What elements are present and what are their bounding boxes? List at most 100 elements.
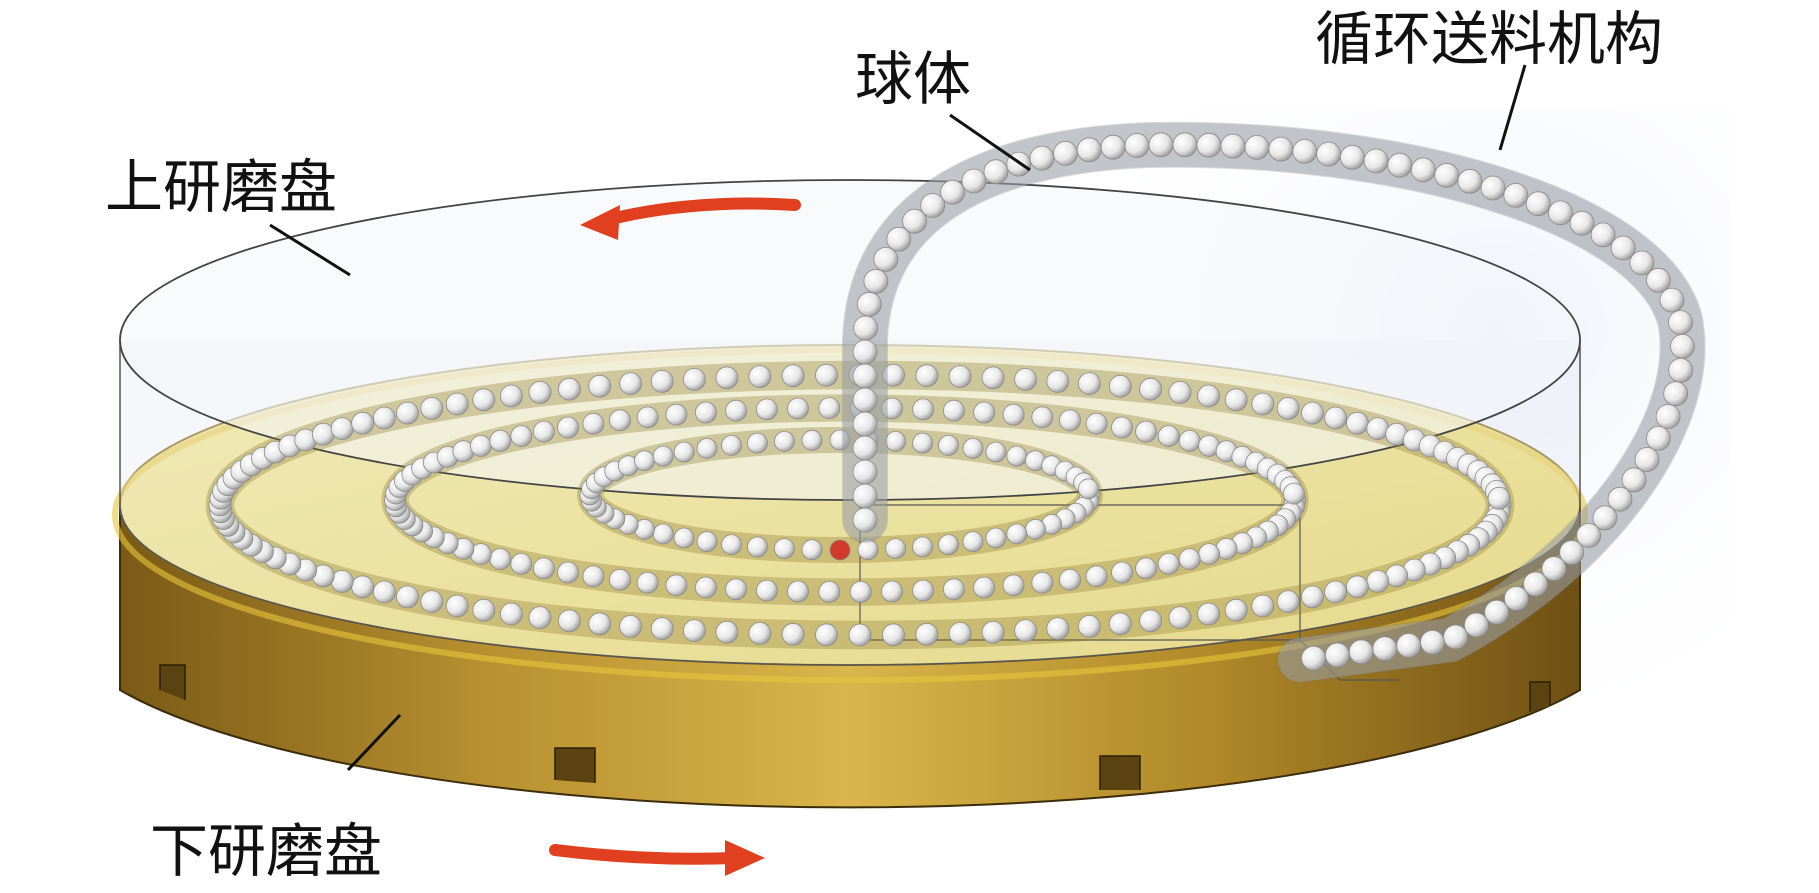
ball bbox=[721, 434, 742, 456]
ball bbox=[747, 432, 768, 454]
ball bbox=[781, 622, 805, 646]
ball bbox=[696, 531, 718, 552]
ball bbox=[912, 398, 934, 421]
ball bbox=[683, 619, 706, 642]
ball bbox=[372, 406, 396, 430]
ball bbox=[528, 606, 552, 629]
ball bbox=[1108, 374, 1132, 398]
feed-ball bbox=[852, 507, 878, 533]
ball bbox=[533, 420, 555, 443]
feed-ball bbox=[961, 168, 987, 194]
ball bbox=[1078, 615, 1101, 638]
ball bbox=[1168, 380, 1192, 404]
feed-ball bbox=[1396, 633, 1422, 658]
ball bbox=[582, 565, 605, 588]
leader-upper-disc bbox=[269, 223, 351, 277]
ball bbox=[558, 609, 581, 633]
ball bbox=[1059, 409, 1081, 432]
ball bbox=[1111, 416, 1133, 439]
ball bbox=[420, 590, 444, 613]
feed-ball bbox=[1548, 200, 1573, 226]
feed-ball bbox=[1659, 287, 1685, 313]
ball bbox=[683, 367, 706, 391]
ball bbox=[650, 369, 674, 393]
ball bbox=[634, 450, 655, 472]
ball bbox=[985, 441, 1007, 463]
leader-lower-disc bbox=[346, 713, 402, 772]
feed-ball bbox=[1634, 447, 1660, 472]
feed-ball bbox=[1124, 133, 1150, 158]
ball bbox=[1251, 594, 1275, 618]
feed-ball bbox=[852, 483, 878, 509]
ball-spiral-track bbox=[205, 360, 1515, 650]
ball bbox=[636, 571, 659, 594]
feed-ball bbox=[1646, 425, 1671, 451]
ball bbox=[973, 401, 995, 424]
ball bbox=[510, 553, 533, 575]
ball bbox=[774, 430, 795, 452]
ball bbox=[1178, 548, 1201, 570]
ball bbox=[1346, 575, 1369, 599]
ball bbox=[396, 585, 419, 609]
feed-ball bbox=[1523, 571, 1548, 597]
ball bbox=[1251, 392, 1275, 416]
ball bbox=[801, 539, 823, 561]
feed-ball bbox=[1457, 168, 1483, 194]
ball bbox=[1301, 401, 1324, 425]
ball bbox=[1139, 377, 1162, 401]
ball bbox=[636, 406, 659, 429]
ball bbox=[557, 561, 579, 584]
feed-ball bbox=[853, 315, 879, 341]
ball bbox=[829, 539, 851, 561]
feed-ball bbox=[1100, 134, 1126, 160]
ball bbox=[774, 538, 795, 559]
ball bbox=[510, 425, 533, 448]
ball bbox=[619, 615, 642, 638]
ball bbox=[1025, 518, 1046, 540]
ball bbox=[472, 598, 496, 622]
upper-grinding-disc bbox=[119, 179, 1581, 681]
feed-ball bbox=[1592, 505, 1618, 531]
feed-ball bbox=[1420, 629, 1445, 655]
feed-ball bbox=[1443, 624, 1468, 650]
feed-ball bbox=[1244, 134, 1270, 160]
feed-ball bbox=[852, 339, 878, 365]
feed-ball bbox=[902, 208, 927, 234]
feed-ball bbox=[873, 246, 899, 272]
ball bbox=[330, 417, 354, 441]
ball bbox=[725, 399, 747, 422]
ball bbox=[943, 578, 965, 601]
ball bbox=[756, 579, 778, 602]
ball bbox=[1111, 561, 1133, 584]
ball bbox=[1031, 571, 1054, 594]
ball bbox=[1157, 425, 1180, 448]
label-feed-mechanism: 循环送料机构 bbox=[1315, 5, 1664, 73]
ball bbox=[558, 377, 581, 401]
ball bbox=[445, 392, 469, 416]
ball bbox=[1487, 486, 1511, 510]
feed-ball bbox=[1663, 381, 1689, 407]
feed-ball bbox=[1668, 310, 1693, 335]
ball bbox=[815, 623, 838, 647]
ball bbox=[499, 602, 523, 626]
ball bbox=[948, 622, 972, 645]
ball bbox=[673, 527, 695, 549]
ball bbox=[1014, 367, 1037, 391]
feed-ball bbox=[1621, 467, 1647, 493]
ball bbox=[1324, 406, 1347, 430]
feed-ball bbox=[1372, 636, 1398, 662]
ball bbox=[1085, 565, 1108, 588]
ball bbox=[721, 534, 742, 555]
ball bbox=[1006, 523, 1028, 545]
upper-rotation-arrow bbox=[580, 197, 801, 240]
feed-ball bbox=[1541, 556, 1567, 581]
feed-ball bbox=[1363, 148, 1389, 174]
ball bbox=[609, 409, 631, 432]
feed-ball bbox=[852, 411, 878, 437]
feed-ball bbox=[1148, 132, 1174, 158]
ball bbox=[1014, 619, 1037, 642]
feed-ball bbox=[1559, 540, 1585, 565]
label-lower-disc: 下研磨盘 bbox=[150, 817, 383, 885]
ball bbox=[915, 622, 939, 646]
